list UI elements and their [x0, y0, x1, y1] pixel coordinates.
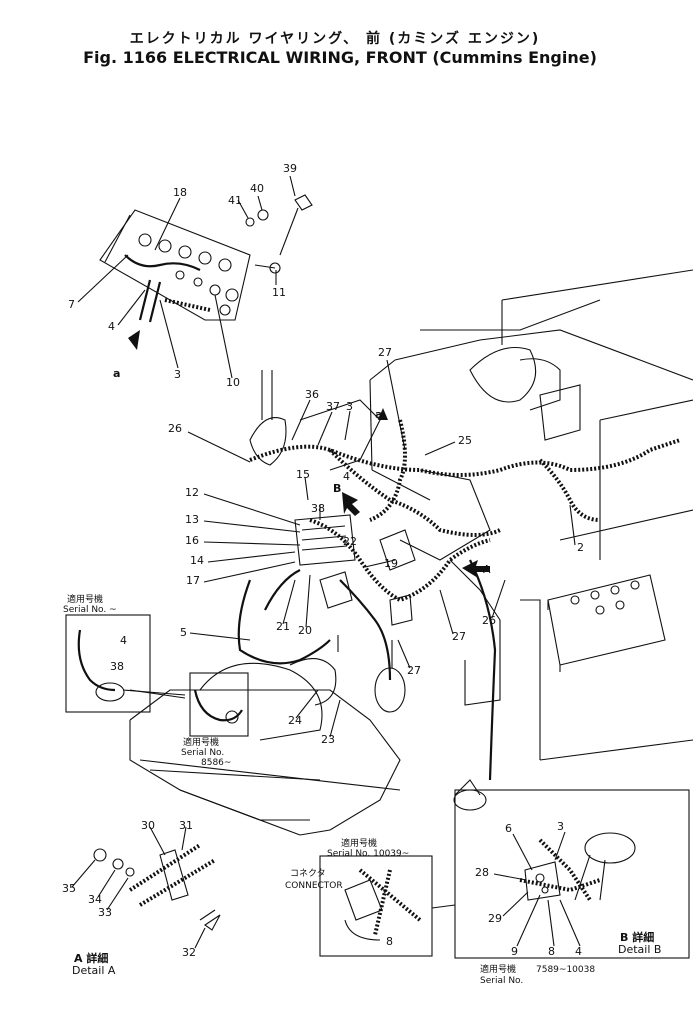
- detail-b-caption: B 詳細 Detail B 適用号機 7589~10038 Serial No.: [480, 930, 661, 986]
- callout-17: 17: [186, 574, 200, 587]
- callout-22: 22: [343, 535, 357, 548]
- leader-inset-top: [129, 689, 186, 699]
- instrument-panel: [99, 209, 251, 323]
- callout-21: 21: [276, 620, 290, 633]
- detail-b-jp: B 詳細: [620, 930, 654, 944]
- marker-b: B: [333, 482, 341, 495]
- callout-6: 6: [505, 822, 512, 835]
- inset-serial-top-text: 適用号機 Serial No. ~: [63, 593, 117, 615]
- inset-serial-mid-text: 適用号機 Serial No. 8586~: [181, 736, 231, 768]
- marker-a-harness: a: [375, 408, 382, 421]
- reference-markers: a B a: [113, 330, 388, 495]
- horn: [374, 640, 406, 713]
- callout-labels: 39 40 41 18 11 7 4 3 10 36 37 3 27 25 26…: [62, 162, 584, 959]
- connector-serial: Serial No. 10039~: [327, 849, 409, 859]
- callout-27-top: 27: [378, 346, 392, 359]
- connector-label-en: CONNECTOR: [285, 881, 343, 891]
- alternator-lamp: [453, 779, 487, 811]
- callout-3-detailb: 3: [557, 820, 564, 833]
- serial-mid-jp: 適用号機: [183, 736, 219, 748]
- inset-serial-top: [65, 614, 186, 713]
- callout-11: 11: [272, 286, 286, 299]
- callout-A-arrow: A: [483, 563, 491, 576]
- serial-top-en: Serial No. ~: [63, 605, 117, 615]
- serial-mid-range: 8586~: [201, 758, 231, 768]
- callout-28: 28: [475, 866, 489, 879]
- serial-mid-en: Serial No.: [181, 748, 224, 758]
- cab-structure: [249, 269, 693, 761]
- arrow-b: [342, 492, 360, 516]
- callout-4-panel: 4: [108, 320, 115, 333]
- arrow-a: [462, 560, 490, 578]
- callout-26-left: 26: [168, 422, 182, 435]
- callout-38-inset: 38: [110, 660, 124, 673]
- figure-title-japanese: エレクトリカル ワイヤリング、 前 (カミンズ エンジン): [129, 31, 541, 47]
- callout-4-main: 4: [343, 470, 350, 483]
- callout-19: 19: [384, 557, 398, 570]
- detail-a-drawing: [93, 843, 221, 931]
- leader-connector: [431, 904, 456, 909]
- callout-27-bottom: 27: [407, 664, 421, 677]
- connector-label-jp: コネクタ: [290, 868, 326, 879]
- serial-top-jp: 適用号機: [67, 593, 103, 605]
- callout-25: 25: [458, 434, 472, 447]
- callout-5: 5: [180, 626, 187, 639]
- callout-13: 13: [185, 513, 199, 526]
- callout-29: 29: [488, 912, 502, 925]
- connector-part-8: 8: [386, 935, 393, 948]
- callout-38: 38: [311, 502, 325, 515]
- callout-12: 12: [185, 486, 199, 499]
- connector-serial-jp: 適用号機: [341, 837, 377, 849]
- callout-35: 35: [62, 882, 76, 895]
- connector-box: [319, 855, 433, 957]
- callout-34: 34: [88, 893, 102, 906]
- callout-37: 37: [326, 400, 340, 413]
- leader-lines: [71, 175, 581, 949]
- callout-24: 24: [288, 714, 302, 727]
- callout-2: 2: [577, 541, 584, 554]
- engine-chassis: [129, 658, 401, 836]
- callout-31: 31: [179, 819, 193, 832]
- callout-39: 39: [283, 162, 297, 175]
- connector-block: [294, 514, 416, 626]
- callout-41: 41: [228, 194, 242, 207]
- callout-8-detailb: 8: [548, 945, 555, 958]
- detail-b-serial-label: Serial No.: [480, 976, 523, 986]
- detail-a-jp: A 詳細: [74, 951, 108, 965]
- callout-14: 14: [190, 554, 204, 567]
- callout-4-inset: 4: [120, 634, 127, 647]
- callout-33: 33: [98, 906, 112, 919]
- detail-b-serial: 7589~10038: [536, 965, 595, 975]
- callout-7: 7: [68, 298, 75, 311]
- callout-26-right: 26: [482, 614, 496, 627]
- bolt-set-top: [245, 194, 313, 274]
- battery: [547, 574, 666, 672]
- detail-a-caption: A 詳細 Detail A: [72, 951, 116, 977]
- detail-a-en: Detail A: [72, 964, 116, 977]
- callout-16: 16: [185, 534, 199, 547]
- callout-40: 40: [250, 182, 264, 195]
- marker-a-panel: a: [113, 367, 120, 380]
- callout-23: 23: [321, 733, 335, 746]
- callout-18: 18: [173, 186, 187, 199]
- inset-serial-mid: [189, 672, 249, 737]
- detail-b-box: [454, 789, 690, 959]
- callout-32: 32: [182, 946, 196, 959]
- callout-10: 10: [226, 376, 240, 389]
- callout-30: 30: [141, 819, 155, 832]
- main-harness: [237, 419, 681, 781]
- detail-b-en: Detail B: [618, 943, 661, 956]
- callout-20: 20: [298, 624, 312, 637]
- connector-box-text: 適用号機 Serial No. 10039~ コネクタ CONNECTOR 8: [285, 837, 409, 948]
- callout-15: 15: [296, 468, 310, 481]
- callout-3-harness: 3: [346, 400, 353, 413]
- callout-9: 9: [511, 945, 518, 958]
- callout-4-detailb: 4: [575, 945, 582, 958]
- figure-title-english: Fig. 1166 ELECTRICAL WIRING, FRONT (Cumm…: [83, 48, 597, 67]
- callout-27-right: 27: [452, 630, 466, 643]
- callout-36: 36: [305, 388, 319, 401]
- callout-3-panel: 3: [174, 368, 181, 381]
- detail-b-serial-jp: 適用号機: [480, 963, 516, 975]
